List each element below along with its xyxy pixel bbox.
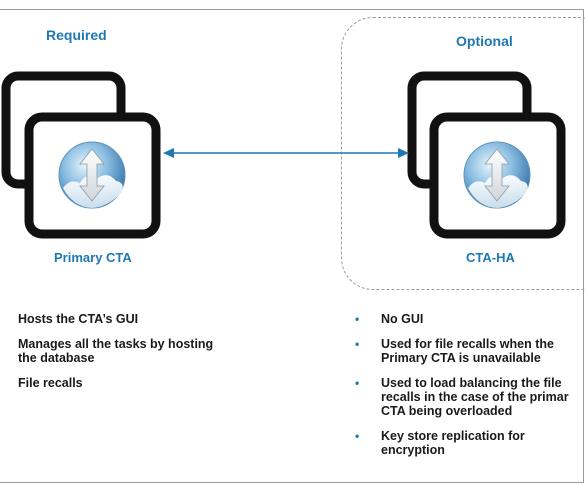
cta-ha-feature-list: • No GUI • Used for file recalls when th… bbox=[355, 312, 585, 468]
diagram-frame bbox=[0, 9, 584, 483]
primary-cta-feature-list: Hosts the CTA’s GUI Manages all the task… bbox=[18, 312, 213, 401]
list-item: • Used for file recalls when the Primary… bbox=[355, 337, 554, 365]
list-item: Hosts the CTA’s GUI bbox=[18, 312, 139, 326]
sync-orb-icon bbox=[58, 141, 126, 209]
list-item: Manages all the tasks by hosting the dat… bbox=[18, 337, 214, 365]
bidirectional-arrow bbox=[163, 148, 409, 158]
bullet-icon: • bbox=[355, 429, 360, 443]
primary-cta-label: Primary CTA bbox=[54, 250, 132, 265]
list-item: File recalls bbox=[18, 376, 83, 390]
list-item: • Key store replication for encryption bbox=[355, 429, 525, 457]
required-label: Required bbox=[46, 27, 107, 43]
optional-label: Optional bbox=[456, 33, 513, 49]
list-item: • Used to load balancing the file recall… bbox=[355, 376, 569, 418]
bullet-icon: • bbox=[355, 312, 360, 326]
cta-ha-label: CTA-HA bbox=[466, 250, 515, 265]
bullet-icon: • bbox=[355, 376, 360, 390]
list-item: • No GUI bbox=[355, 312, 424, 326]
bullet-icon: • bbox=[355, 337, 360, 351]
sync-orb-icon bbox=[463, 141, 531, 209]
